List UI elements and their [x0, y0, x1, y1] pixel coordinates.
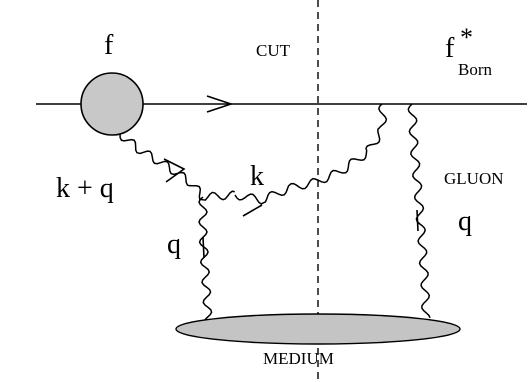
gluon-q-right	[407, 103, 431, 319]
f-born-subscript: Born	[458, 60, 493, 79]
f-born-star: *	[460, 23, 473, 52]
amplitude-blob	[80, 72, 144, 136]
k-label: k	[250, 161, 264, 192]
gluon-q-left	[198, 196, 213, 321]
gluon-k-plus-q	[119, 133, 235, 201]
q-left-arrow	[202, 236, 205, 259]
medium-ellipse	[175, 313, 461, 345]
quark-arrow	[206, 95, 234, 113]
f-label: f	[104, 30, 114, 61]
f-born-label: f	[445, 33, 455, 64]
q-left-label: q	[167, 229, 181, 260]
k-arrow	[242, 204, 263, 217]
q-right-arrow	[416, 209, 419, 232]
q-right-label: q	[458, 206, 472, 237]
medium-label: MEDIUM	[263, 349, 334, 368]
k-plus-q-label: k + q	[56, 173, 114, 204]
cut-label: CUT	[256, 41, 291, 60]
gluon-k	[234, 103, 388, 205]
gluon-label: GLUON	[444, 169, 504, 188]
k-plus-q-arrow	[163, 158, 186, 183]
